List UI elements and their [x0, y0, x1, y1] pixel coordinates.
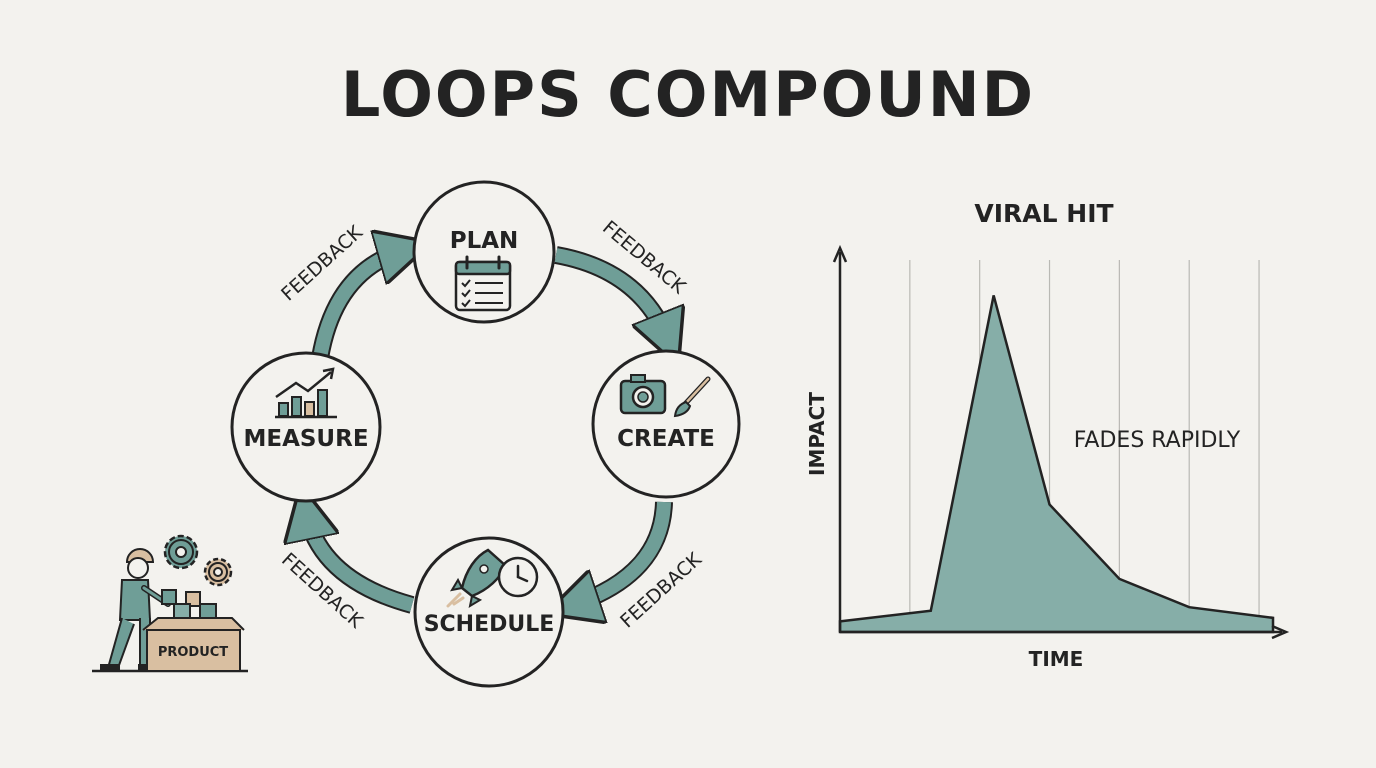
- worker-illustration: PRODUCT: [92, 534, 248, 673]
- create-node: CREATE: [591, 349, 741, 499]
- gear-icon-small: [203, 557, 233, 587]
- chart-axes: [832, 244, 1290, 640]
- plan-label: PLAN: [450, 228, 519, 254]
- bar-chart-trend-icon: [275, 367, 337, 419]
- viral-hit-chart: VIRAL HIT IMPACT TIME FADES RAPIDLY: [805, 199, 1290, 671]
- paintbrush-icon: [673, 376, 711, 418]
- arrow-plan-to-create: [554, 246, 668, 340]
- measure-label: MEASURE: [243, 426, 368, 452]
- chart-title: VIRAL HIT: [974, 199, 1113, 228]
- measure-node: MEASURE: [230, 351, 382, 503]
- gear-icon-large: [163, 534, 199, 570]
- y-axis-arrow-icon: [832, 244, 848, 263]
- fades-rapidly-annotation: FADES RAPIDLY: [1074, 428, 1241, 453]
- y-axis-label: IMPACT: [805, 392, 829, 476]
- worker-figure: [100, 548, 171, 670]
- plan-node: PLAN: [412, 180, 556, 324]
- create-label: CREATE: [617, 426, 715, 452]
- feedback-label-bottom-right: FEEDBACK: [616, 548, 706, 632]
- feedback-label-top-right: FEEDBACK: [598, 217, 690, 299]
- cycle-arrows: [306, 250, 668, 605]
- product-box-label: PRODUCT: [158, 645, 228, 660]
- product-box: PRODUCT: [142, 589, 245, 672]
- impact-area: [838, 295, 1275, 634]
- camera-icon: [619, 374, 667, 415]
- x-axis-arrow-icon: [1271, 624, 1290, 640]
- schedule-node: SCHEDULE: [413, 536, 565, 688]
- schedule-label: SCHEDULE: [424, 612, 555, 637]
- page-title: LOOPS COMPOUND: [340, 58, 1036, 131]
- calendar-icon: [454, 255, 512, 312]
- arrow-measure-to-plan: [311, 250, 405, 360]
- arrow-schedule-to-measure: [306, 512, 415, 614]
- clock-icon: [497, 556, 539, 598]
- x-axis-label: TIME: [1029, 647, 1084, 671]
- arrow-create-to-schedule: [572, 501, 673, 605]
